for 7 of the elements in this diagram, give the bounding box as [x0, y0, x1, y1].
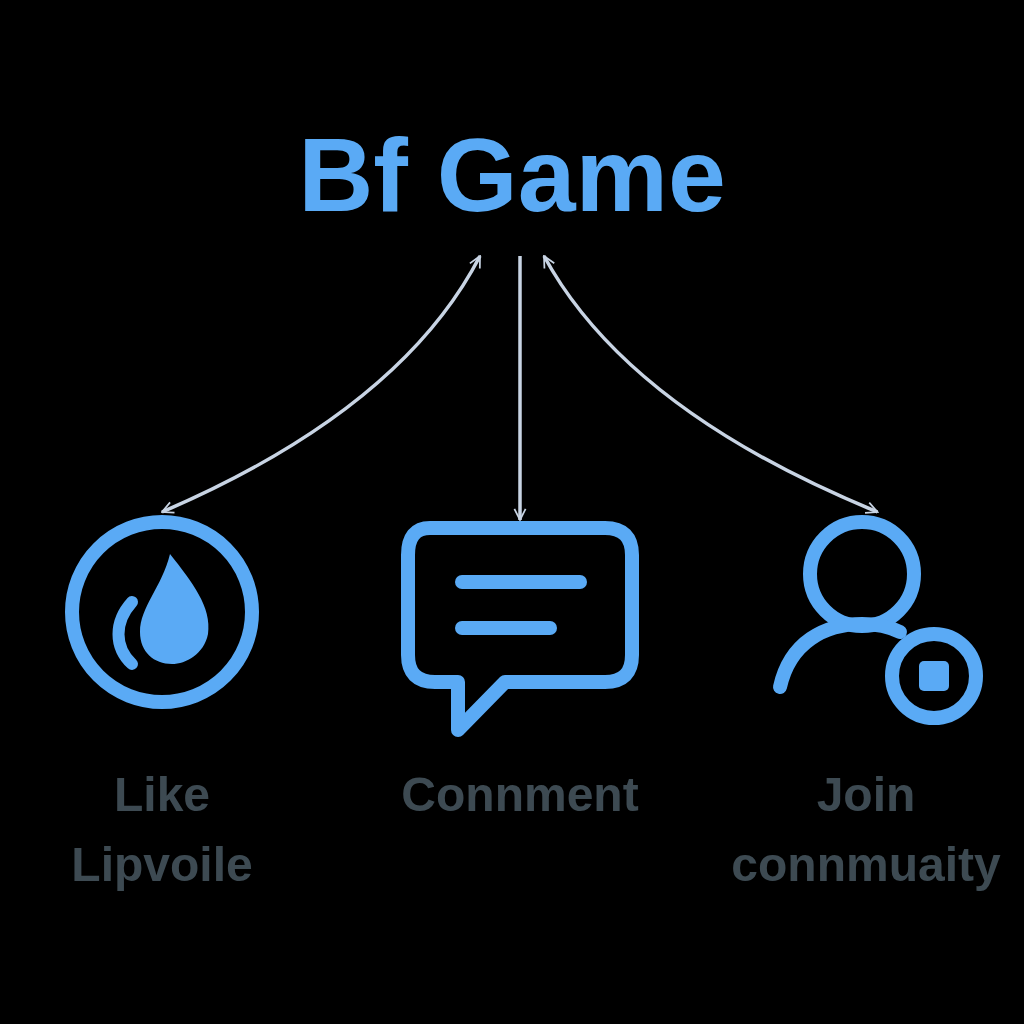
arrow: [542, 255, 879, 514]
icon-caption: Join connmuaity: [730, 767, 1002, 893]
heading-text: Bf Game: [298, 123, 726, 227]
icon-caption: Like Lipvoile: [70, 767, 254, 893]
icon-caption: Connment: [400, 767, 640, 823]
arrow: [513, 256, 527, 521]
arrow: [161, 255, 482, 514]
